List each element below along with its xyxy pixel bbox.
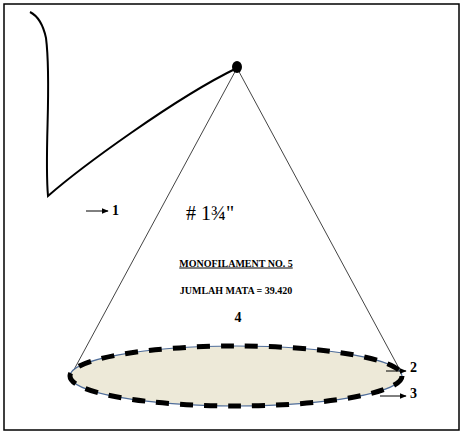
- leader-arrow: [86, 211, 108, 212]
- leader-arrow: [386, 371, 406, 372]
- mesh-size: # 1¾": [186, 202, 234, 224]
- callout-number: 1: [112, 203, 119, 218]
- mesh-count-note: JUMLAH MATA = 39.420: [180, 285, 293, 296]
- sinker-weights: [70, 346, 402, 406]
- net-bottom: [70, 346, 402, 406]
- leader-arrow: [380, 396, 406, 397]
- callout-number: 4: [235, 310, 242, 325]
- material-note: MONOFILAMENT NO. 5: [179, 258, 292, 269]
- net-side-left: [70, 68, 237, 377]
- throw-rope: [30, 12, 237, 196]
- frame: [4, 4, 459, 430]
- net-side-right: [237, 68, 401, 372]
- callout-number: 3: [410, 386, 417, 401]
- apex-knot: [232, 61, 242, 73]
- callout-number: 2: [410, 360, 417, 375]
